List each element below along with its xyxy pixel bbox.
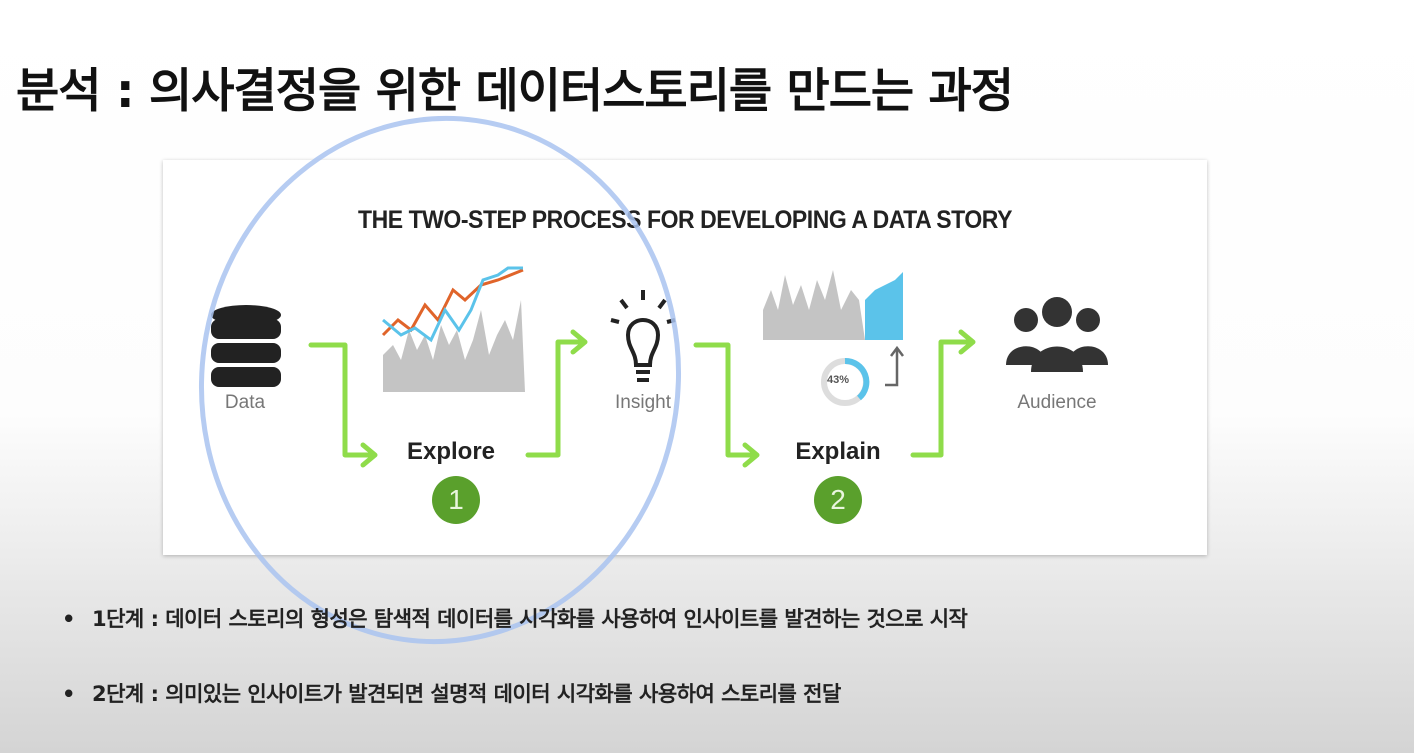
database-icon: [211, 305, 281, 387]
node-label-insight: Insight: [615, 392, 671, 413]
arrow-insight-explain: [693, 342, 758, 458]
donut-value: 43%: [827, 374, 850, 386]
slide-title: 분석 : 의사결정을 위한 데이터스토리를 만드는 과정: [16, 64, 1014, 119]
line-chart-icon: [381, 266, 525, 392]
arrow-explore-insight: [525, 339, 586, 458]
bullet-text: 2단계 : 의미있는 인사이트가 발견되면 설명적 데이터 시각화를 사용하여 …: [92, 682, 841, 706]
diagram-card: THE TWO-STEP PROCESS FOR DEVELOPING A DA…: [163, 160, 1207, 555]
donut-icon: [821, 357, 870, 406]
step-label-explain: Explain: [795, 438, 881, 465]
bullet-step2: •2단계 : 의미있는 인사이트가 발견되면 설명적 데이터 시각화를 사용하여…: [62, 682, 841, 706]
diagram-graphics: [211, 266, 1108, 468]
audience-icon: [1006, 297, 1108, 372]
lightbulb-icon: [610, 290, 676, 382]
arrow-data-explore: [308, 342, 376, 458]
bar-chart-icon: [763, 270, 904, 387]
bullet-text: 1단계 : 데이터 스토리의 형성은 탐색적 데이터를 시각화를 사용하여 인사…: [92, 607, 968, 631]
node-label-audience: Audience: [1017, 392, 1097, 413]
node-label-data: Data: [224, 392, 266, 413]
arrow-explain-audience: [910, 339, 974, 458]
bullet-step1: •1단계 : 데이터 스토리의 형성은 탐색적 데이터를 시각화를 사용하여 인…: [62, 607, 968, 631]
step-label-explore: Explore: [406, 438, 496, 465]
step-badge-2: 2: [814, 476, 862, 524]
step-badge-1: 1: [432, 476, 480, 524]
